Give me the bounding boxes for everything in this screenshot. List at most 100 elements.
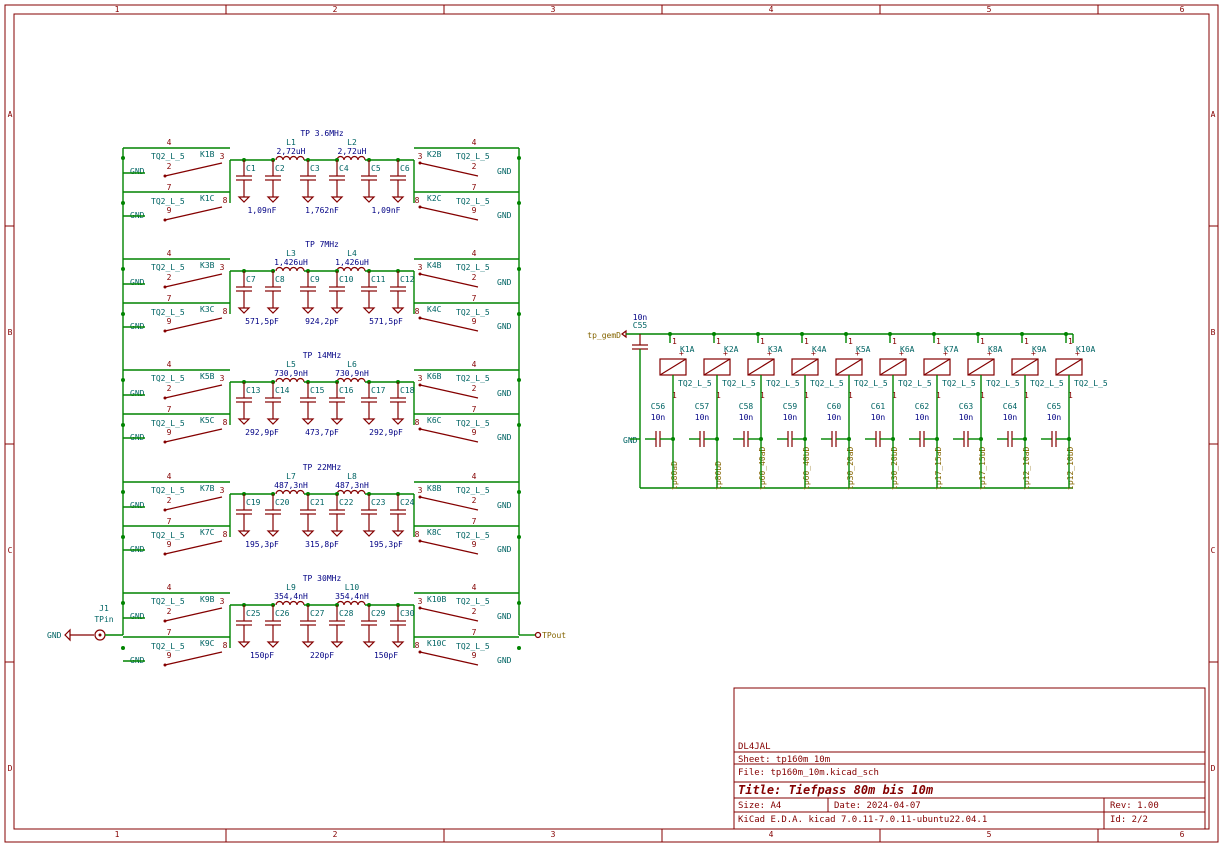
- capacitor: [329, 494, 345, 537]
- gnd-symbol: [301, 414, 315, 425]
- relay-ref: K9B: [200, 595, 215, 604]
- capacitor-ref: C16: [339, 386, 354, 395]
- capacitor: [390, 382, 406, 425]
- capacitor-ref: C15: [310, 386, 325, 395]
- relay-ref: K4A: [812, 345, 827, 354]
- capacitor-ref: C61: [871, 402, 886, 411]
- junction-dot: [844, 332, 848, 336]
- capacitor-value: 10n: [915, 413, 930, 422]
- relay-ref: K1C: [200, 194, 215, 203]
- capacitor-value: 315,8pF: [305, 540, 339, 549]
- relay-ref: K6A: [900, 345, 915, 354]
- pin-1: 1: [1024, 337, 1029, 346]
- capacitor: [236, 382, 252, 425]
- pin-1: 1: [892, 337, 897, 346]
- pin-9: 9: [472, 540, 477, 549]
- pin-9: 9: [472, 651, 477, 660]
- relay-contact: [418, 427, 479, 443]
- capacitor-ref: C2: [275, 164, 285, 173]
- frame-col-bottom-1: 1: [115, 830, 120, 839]
- relay-ref: K1A: [680, 345, 695, 354]
- pin-2: 2: [472, 496, 477, 505]
- plus-sign: +: [811, 349, 816, 358]
- relay-ref: K7B: [200, 484, 215, 493]
- capacitor-ref: C12: [400, 275, 415, 284]
- connector-ref: J1: [99, 604, 109, 613]
- relay-part: TQ2_L_5: [854, 379, 888, 388]
- gnd-symbol: [391, 192, 405, 203]
- inductor-value: 354,4nH: [335, 592, 369, 601]
- junction-dot: [1067, 437, 1071, 441]
- pin-8: 8: [223, 530, 228, 539]
- capacitor-ref: C59: [783, 402, 798, 411]
- relay-part: TQ2_L_5: [456, 642, 490, 651]
- pin-1: 1: [716, 337, 721, 346]
- pin-4: 4: [472, 360, 477, 369]
- capacitor-value: 10n: [827, 413, 842, 422]
- frame-row-right-D: D: [1211, 764, 1216, 773]
- gnd-label: GND: [497, 389, 512, 398]
- gnd-symbol: [237, 526, 251, 537]
- gnd-symbol: [362, 414, 376, 425]
- gnd-symbol: [237, 303, 251, 314]
- gnd-label: GND: [497, 167, 512, 176]
- gnd-symbol: [301, 303, 315, 314]
- capacitor: [361, 494, 377, 537]
- gnd-symbol: [301, 637, 315, 648]
- junction-dot: [517, 601, 521, 605]
- junction-dot: [517, 267, 521, 271]
- inductor-ref: L10: [345, 583, 360, 592]
- inductor: [336, 489, 366, 495]
- relay-part: TQ2_L_5: [1030, 379, 1064, 388]
- frame-row-right-B: B: [1211, 328, 1216, 337]
- pin-3: 3: [220, 263, 225, 272]
- capacitor-ref: C57: [695, 402, 710, 411]
- capacitor: [265, 494, 281, 537]
- capacitor: [236, 605, 252, 648]
- junction-dot: [121, 601, 125, 605]
- relay-ref: K2C: [427, 194, 442, 203]
- gnd-symbol: [330, 303, 344, 314]
- gnd-label: GND: [47, 631, 62, 640]
- drawing-frame: [4, 4, 1219, 843]
- pin-8: 8: [415, 418, 420, 427]
- relay-part: TQ2_L_5: [456, 419, 490, 428]
- frame-col-top-5: 5: [987, 5, 992, 14]
- pin-1: 1: [672, 391, 677, 400]
- gnd-symbol: [362, 526, 376, 537]
- junction-dot: [888, 332, 892, 336]
- relay-contact: [418, 606, 479, 622]
- relay-ref: K4B: [427, 261, 442, 270]
- pin-2: 2: [472, 162, 477, 171]
- junction-dot: [121, 156, 125, 160]
- capacitor-ref: C27: [310, 609, 325, 618]
- capacitor: [390, 494, 406, 537]
- capacitor: [329, 160, 345, 203]
- relay-part: TQ2_L_5: [456, 531, 490, 540]
- inductor-ref: L4: [347, 249, 357, 258]
- gnd-symbol: [362, 192, 376, 203]
- pin-1: 1: [1068, 337, 1073, 346]
- capacitor-value: 150pF: [250, 651, 274, 660]
- relay-part: TQ2_L_5: [898, 379, 932, 388]
- relay-part: TQ2_L_5: [151, 263, 185, 272]
- c55-ref: C55: [633, 321, 648, 330]
- junction-dot: [517, 201, 521, 205]
- capacitor: [361, 160, 377, 203]
- pin-2: 2: [472, 607, 477, 616]
- relay-ref: K3C: [200, 305, 215, 314]
- junction-dot: [517, 646, 521, 650]
- pin-4: 4: [472, 249, 477, 258]
- gnd-symbol: [237, 637, 251, 648]
- relay-ref: K5C: [200, 416, 215, 425]
- relay-ref: K8A: [988, 345, 1003, 354]
- pin-9: 9: [472, 206, 477, 215]
